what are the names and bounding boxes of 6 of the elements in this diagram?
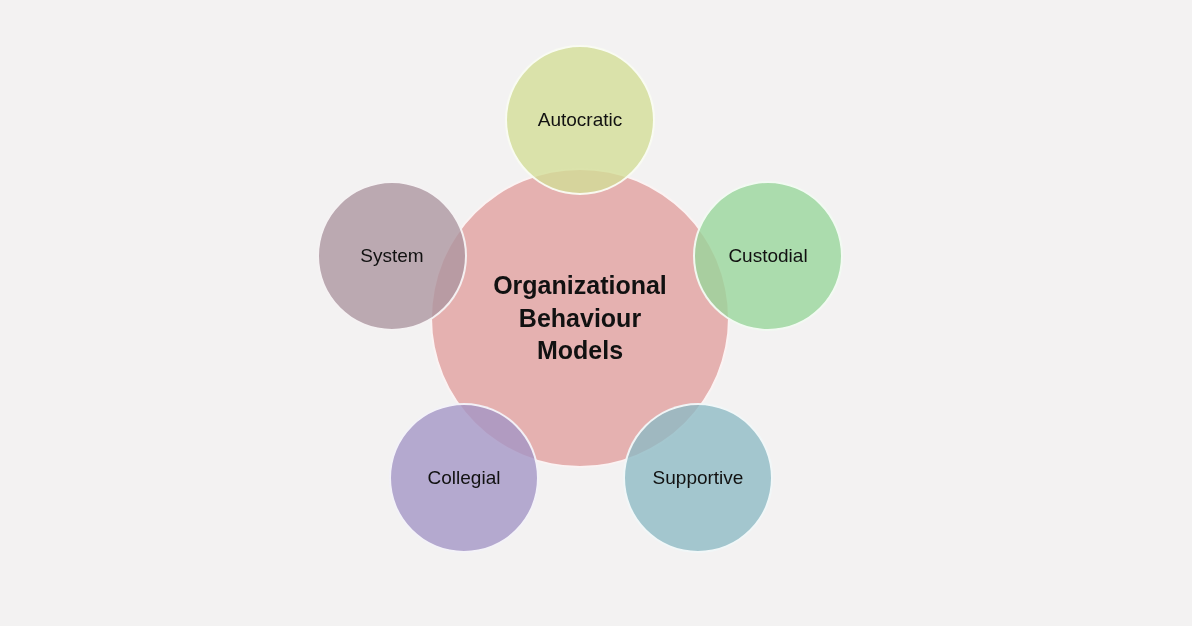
title-label: Organizational Behaviour Models [492, 270, 668, 367]
node-label: Collegial [427, 467, 501, 489]
node-label: Custodial [728, 245, 808, 267]
node-label: System [360, 245, 424, 267]
node-label: Supportive [652, 467, 744, 489]
node-label: Autocratic [537, 109, 623, 131]
